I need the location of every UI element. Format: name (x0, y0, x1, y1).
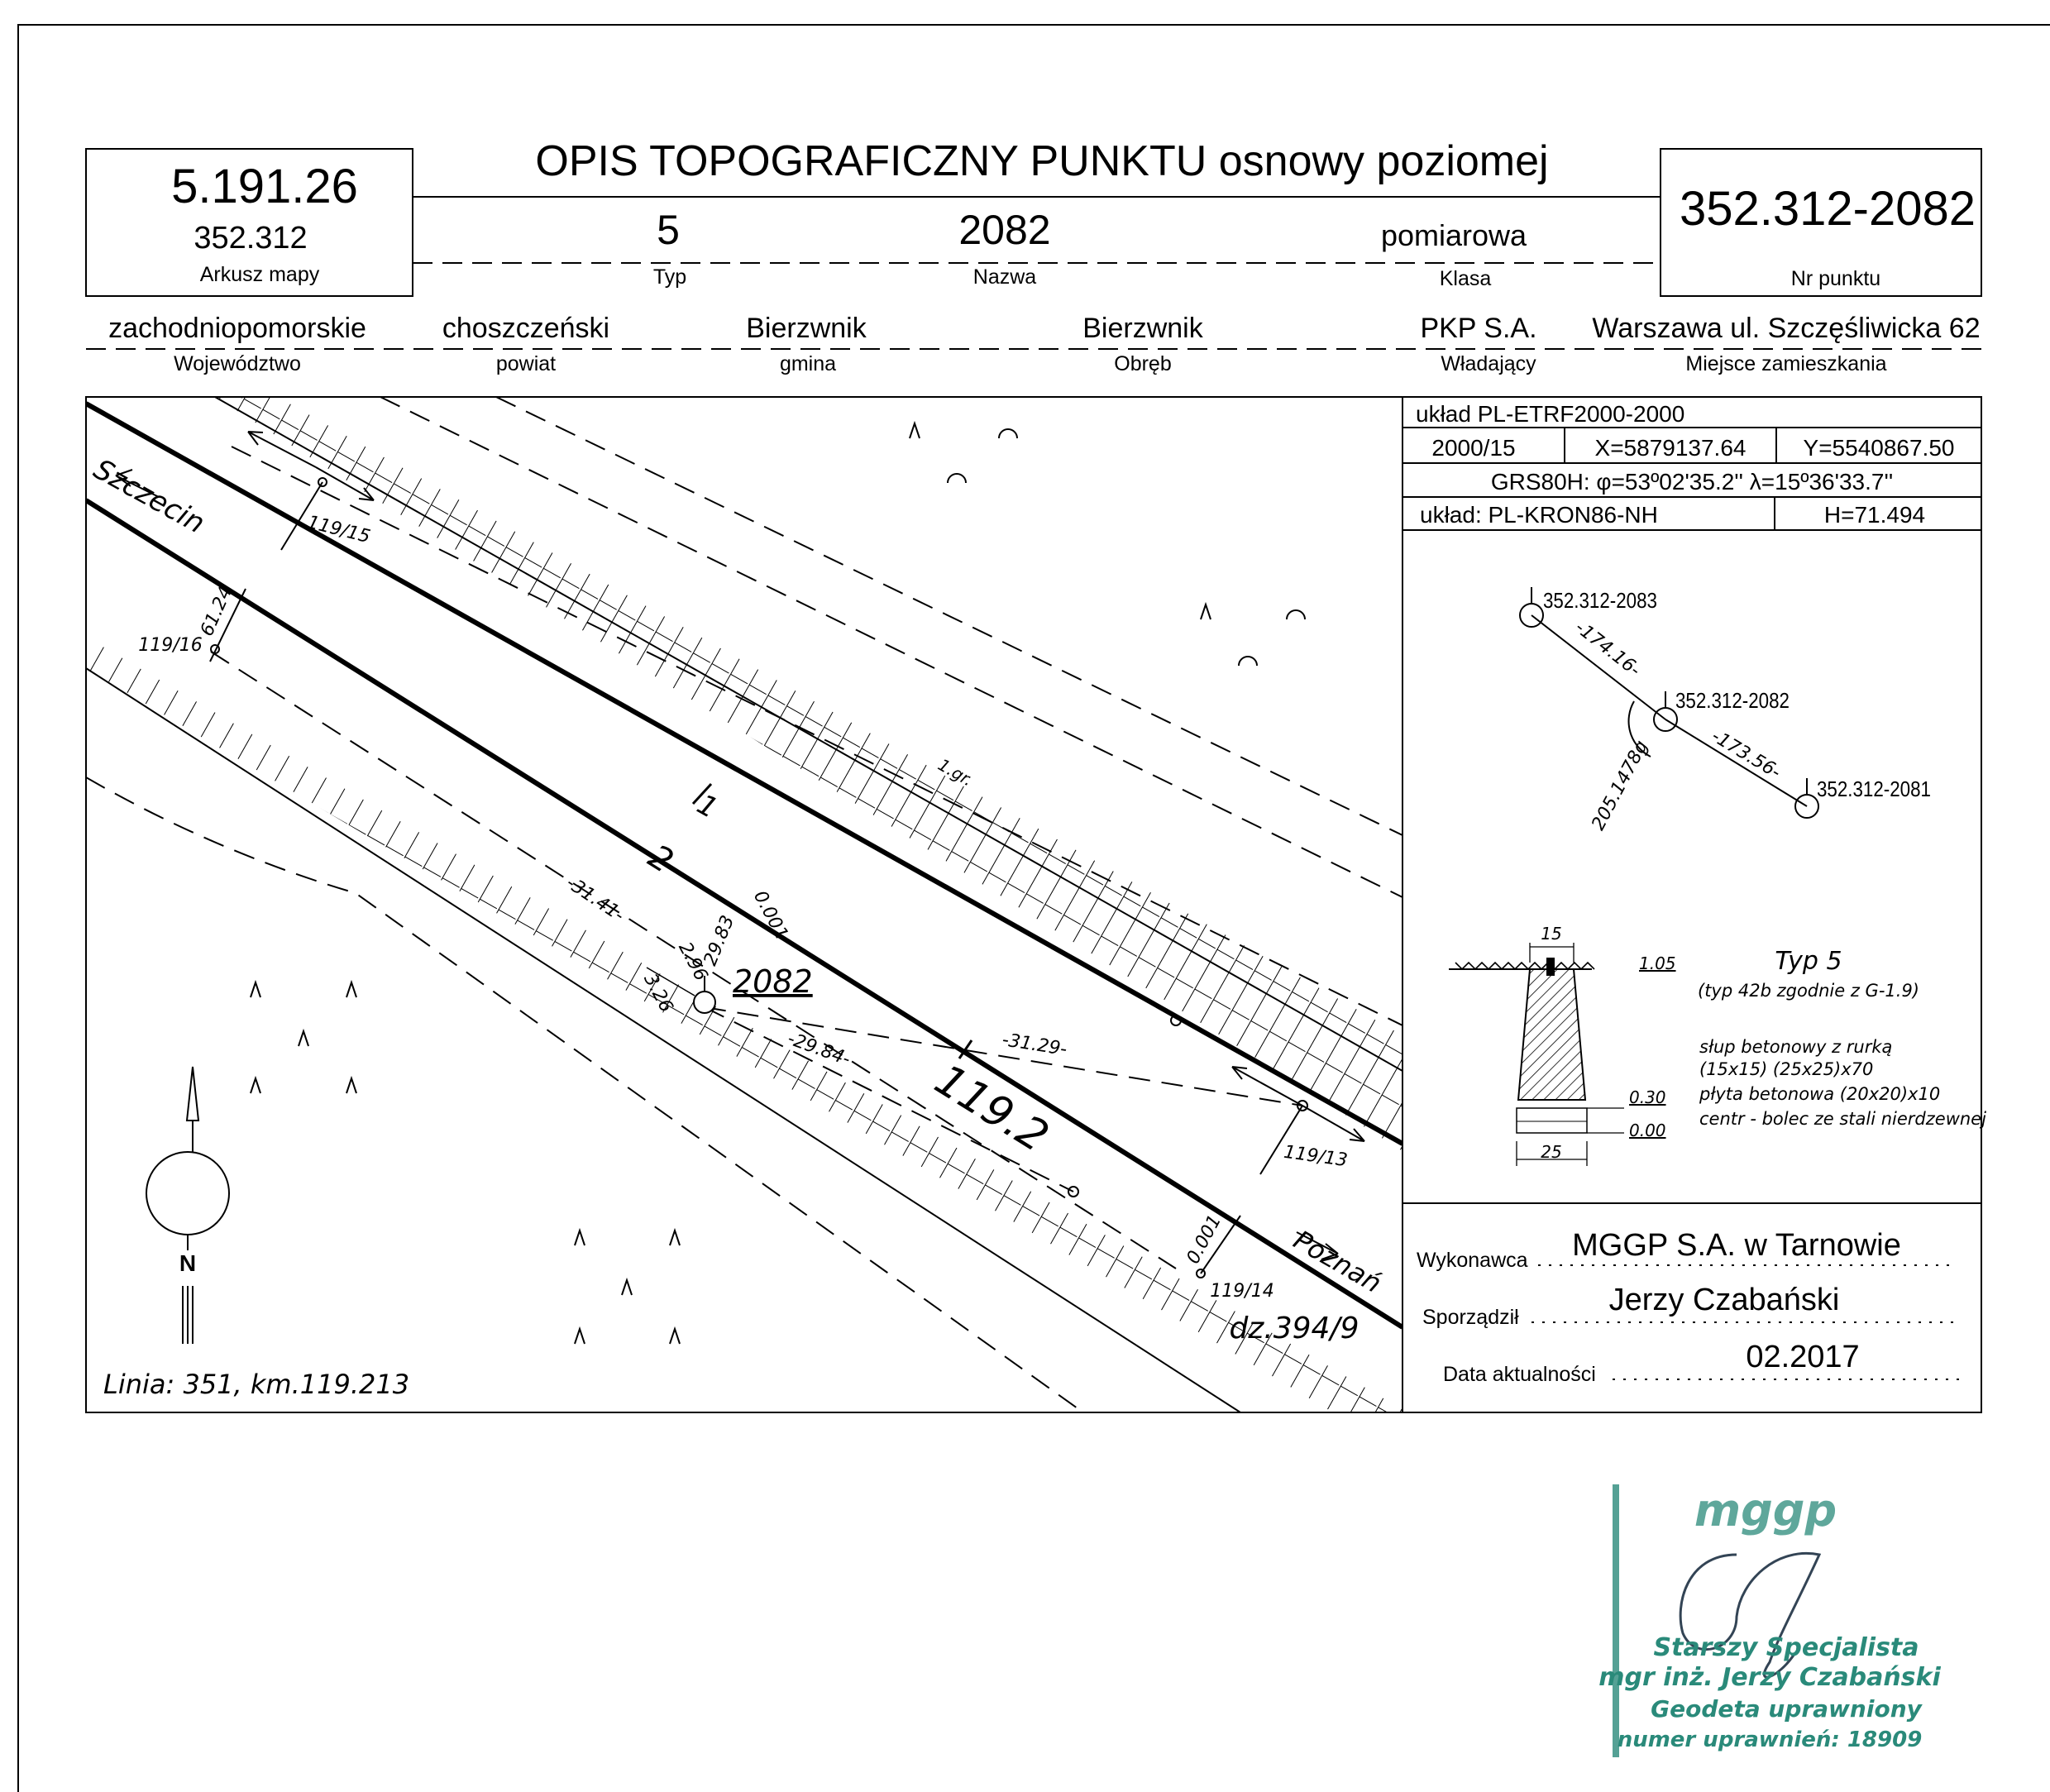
commune-label: gmina (780, 352, 836, 375)
monument-type-title: Typ 5 (1775, 947, 1842, 976)
north-arrow-icon (146, 1066, 230, 1344)
voivodeship-value: zachodniopomorskie (108, 313, 366, 344)
location-sketch: 1 2 119.2 2082 Sz (86, 397, 1403, 1412)
orientation-angle: 205.1478g (1588, 738, 1652, 834)
marker-119-15: 119/15 (305, 512, 372, 547)
sheet-code: 5.191.26 (171, 160, 358, 213)
residence-label: Miejsce zamieszkania (1685, 352, 1886, 375)
stamp-line-1: Starszy Specjalista (1653, 1633, 1919, 1662)
dist-0-001-b: 0.001 (1183, 1211, 1226, 1267)
monument-type-note: (typ 42b zgodnie z G-1.9) (1698, 981, 1919, 1001)
class-label: Klasa (1440, 267, 1492, 290)
orientation-pt-center: 352.312-2082 (1675, 689, 1790, 713)
point-2082-label: 2082 (733, 963, 813, 1000)
owner-value: PKP S.A. (1420, 313, 1536, 344)
voivodeship-label: Województwo (174, 352, 301, 375)
orientation-pt-east: 352.312-2081 (1817, 777, 1931, 801)
dist-29-83: 29.83 (700, 913, 739, 969)
monument-desc-4: centr - bolec ze stali nierdzewnej (1699, 1109, 1986, 1129)
point-number: 352.312-2082 (1680, 182, 1976, 236)
coord-x: X=5879137.64 (1595, 435, 1747, 461)
author-label: Sporządził (1422, 1306, 1519, 1329)
dist-31-41: -31.41- (562, 872, 628, 926)
commune-value: Bierzwnik (746, 313, 867, 344)
vegetation-symbols (250, 420, 1306, 1345)
precinct-value: Bierzwnik (1082, 313, 1203, 344)
height-value: H=71.494 (1824, 502, 1925, 528)
map-sheet-number: 352.312 (194, 221, 307, 256)
dist-31-29: -31.29- (1001, 1030, 1068, 1060)
embankment-lower (86, 637, 1403, 1412)
contractor-label: Wykonawca (1417, 1249, 1528, 1272)
monument-dim-bottom: 25 (1541, 1142, 1561, 1162)
marker-119-14: 119/14 (1210, 1281, 1273, 1302)
author-value: Jerzy Czabański (1609, 1283, 1840, 1317)
residence-value: Warszawa ul. Szczęśliwicka 62 (1592, 313, 1980, 344)
track-2-label: 2 (642, 838, 680, 881)
name-value: 2082 (958, 207, 1050, 253)
stamp-line-3: Geodeta uprawniony (1651, 1695, 1923, 1723)
coord-zone: 2000/15 (1431, 435, 1515, 461)
header (85, 148, 1982, 350)
marker-119-16: 119/16 (138, 635, 202, 656)
monument-desc-3: płyta betonowa (20x20)x10 (1699, 1084, 1940, 1104)
main-frame (85, 396, 1982, 1413)
monument-dim-top: 15 (1541, 924, 1561, 944)
document-title: OPIS TOPOGRAFICZNY PUNKTU osnowy poziome… (535, 137, 1548, 185)
parcel-label: dz.394/9 (1230, 1312, 1359, 1345)
point-2082-symbol (693, 991, 716, 1014)
point-number-label: Nr punktu (1791, 267, 1880, 290)
class-value: pomiarowa (1381, 218, 1527, 252)
dist-61-24: 61.24 (197, 584, 237, 640)
date-value: 02.2017 (1746, 1340, 1859, 1374)
dist-0-001-a: 0.001 (749, 887, 792, 943)
monument-center-bolt (1546, 958, 1555, 976)
monument-desc-2: (15x15) (25x25)x70 (1699, 1059, 1873, 1079)
page-border (17, 24, 2050, 1792)
monument-desc-1: słup betonowy z rurką (1699, 1037, 1892, 1057)
monument-sketch (1449, 943, 1624, 1166)
type-label: Typ (653, 265, 686, 289)
marker-119-13: 119/13 (1283, 1142, 1349, 1172)
county-value: choszczeński (442, 313, 609, 344)
coord-system: układ PL-ETRF2000-2000 (1416, 401, 1684, 427)
orientation-pt-north: 352.312-2083 (1543, 589, 1657, 613)
signature (1679, 1552, 1822, 1679)
date-label: Data aktualności (1443, 1363, 1596, 1386)
orientation-distance-east: -173.56- (1708, 726, 1785, 783)
coord-y: Y=5540867.50 (1804, 435, 1955, 461)
track-1-label: 1 (691, 788, 723, 825)
monument-level-mid: 0.30 (1629, 1087, 1666, 1107)
owner-label: Władający (1441, 352, 1536, 375)
stamp-line-4: numer uprawnień: 18909 (1618, 1727, 1923, 1752)
monument-level-base: 0.00 (1629, 1121, 1666, 1140)
map-sheet-label: Arkusz mapy (200, 263, 320, 286)
north-label: N (179, 1250, 196, 1276)
monument-level-top: 1.05 (1639, 953, 1676, 973)
type-value: 5 (657, 207, 680, 253)
direction-arrows (115, 431, 1365, 1260)
height-system: układ: PL-KRON86-NH (1420, 502, 1658, 528)
specialist-stamp: mggp Starszy Specjalista mgr inż. Jerzy … (1598, 1484, 1941, 1757)
contractor-value: MGGP S.A. w Tarnowie (1572, 1228, 1901, 1263)
stamp-logo: mggp (1694, 1484, 1837, 1536)
name-label: Nazwa (973, 265, 1037, 289)
line-info: Linia: 351, km.119.213 (103, 1369, 409, 1400)
orientation-distance-north: -174.16- (1571, 617, 1645, 681)
county-label: powiat (496, 352, 556, 375)
precinct-label: Obręb (1114, 352, 1171, 375)
stamp-line-2: mgr inż. Jerzy Czabański (1598, 1663, 1941, 1692)
coord-grs: GRS80H: φ=53º02'35.2'' λ=15º36'33.7'' (1491, 469, 1893, 495)
orientation-sketch (1519, 587, 1819, 819)
